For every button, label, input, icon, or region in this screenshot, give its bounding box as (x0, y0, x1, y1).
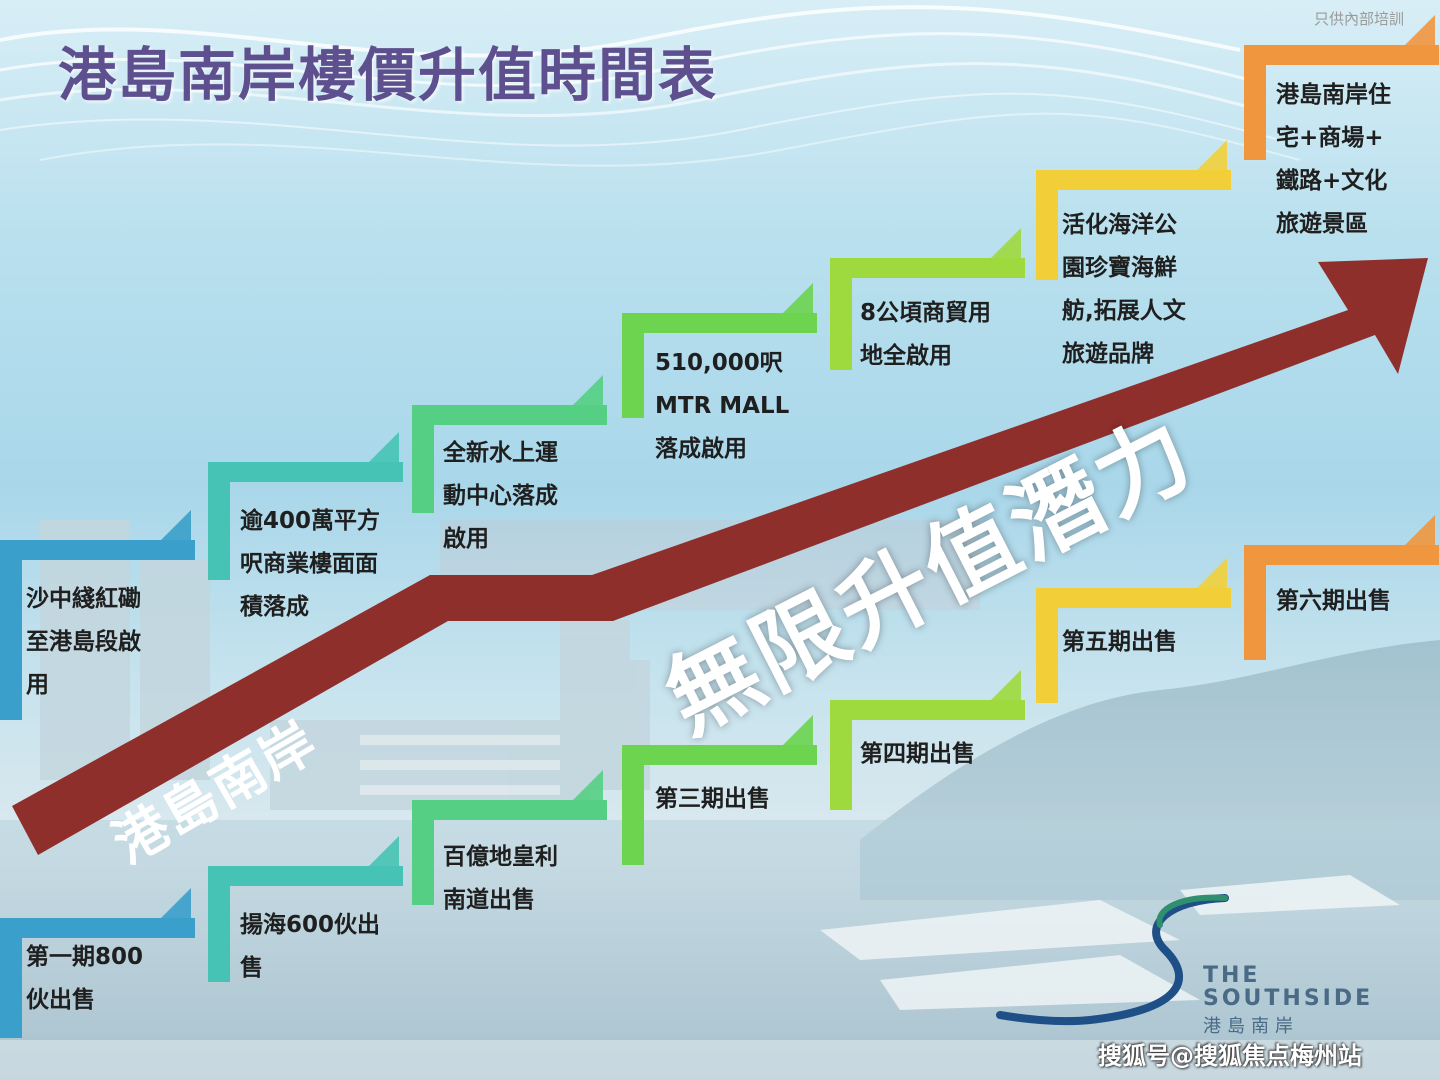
milestone-bottom-1: 第一期800 伙出售 (26, 944, 144, 1013)
milestone-bottom-2: 揚海600伙出 售 (240, 912, 381, 981)
milestone-top-5: 8公頃商貿用 地全啟用 (860, 300, 992, 369)
top-step-bracket-3 (412, 375, 607, 513)
bottom-step-bracket-7 (1244, 515, 1439, 660)
top-step-bracket-4 (622, 283, 817, 418)
bottom-step-bracket-5 (830, 670, 1025, 810)
top-step-bracket-6 (1036, 140, 1231, 280)
milestone-top-1: 沙中綫紅磡 至港島段啟 用 (26, 586, 141, 698)
milestone-top-6: 活化海洋公 園珍寶海鮮 舫,拓展人文 旅遊品牌 (1062, 212, 1186, 367)
bottom-step-bracket-1 (0, 888, 195, 1038)
page-title: 港島南岸樓價升值時間表 (58, 41, 719, 109)
milestone-top-4: 510,000呎 MTR MALL 落成啟用 (655, 350, 790, 462)
bottom-step-bracket-6 (1036, 558, 1231, 703)
milestone-bottom-5: 第四期出售 (860, 741, 975, 767)
milestone-bottom-4: 第三期出售 (655, 786, 770, 812)
milestone-bottom-3: 百億地皇利 南道出售 (443, 844, 558, 913)
source-credit: 搜狐号@搜狐焦点梅州站 (1098, 1042, 1362, 1070)
top-step-bracket-1 (0, 510, 195, 720)
milestone-top-2: 逾400萬平方 呎商業樓面面 積落成 (240, 508, 381, 620)
logo-southside: SOUTHSIDE (1203, 986, 1374, 1011)
bottom-step-bracket-4 (622, 715, 817, 865)
milestone-top-7: 港島南岸住 宅+商場+ 鐵路+文化 旅遊景區 (1276, 82, 1391, 237)
milestone-bottom-7: 第六期出售 (1276, 588, 1391, 614)
growth-arrow-shape (12, 258, 1428, 855)
top-step-bracket-2 (208, 432, 403, 580)
top-step-bracket-7 (1244, 15, 1439, 160)
bottom-step-bracket-3 (412, 770, 607, 905)
milestone-top-3: 全新水上運 動中心落成 啟用 (443, 440, 558, 552)
internal-training-note: 只供內部培訓 (1314, 10, 1405, 28)
logo-the: THE (1203, 963, 1261, 988)
milestone-bottom-6: 第五期出售 (1062, 629, 1177, 655)
bottom-step-bracket-2 (208, 836, 403, 982)
top-step-bracket-5 (830, 228, 1025, 370)
logo-chinese: 港島南岸 (1203, 1016, 1299, 1037)
